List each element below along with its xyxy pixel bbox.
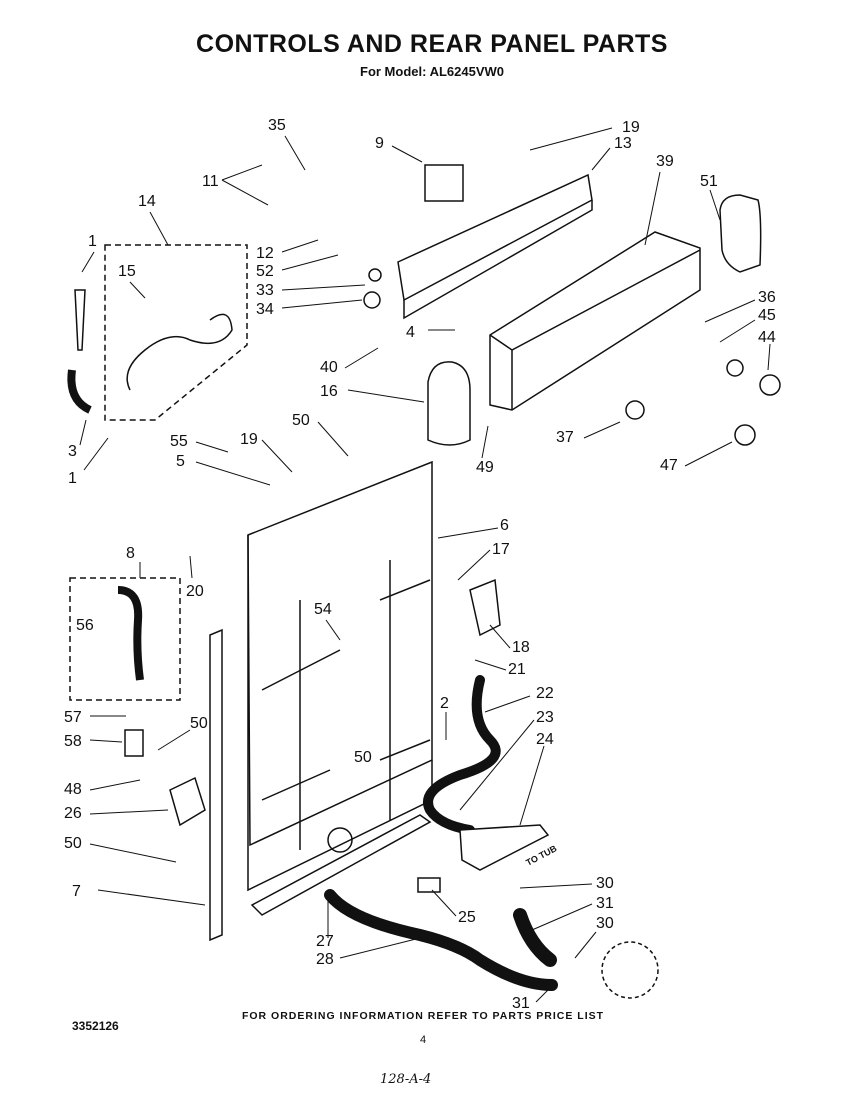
callout-label: 13 [614, 135, 632, 152]
callout-label: 44 [758, 329, 776, 346]
callout-label: 5 [176, 453, 185, 470]
callout-label: 9 [375, 135, 384, 152]
callout-label: 30 [596, 915, 614, 932]
callout-label: 14 [138, 193, 156, 210]
handwritten-note: 128-A-4 [380, 1072, 432, 1087]
callout-label: 28 [316, 951, 334, 968]
callout-label: 25 [458, 909, 476, 926]
callout-label: 11 [202, 173, 219, 190]
callout-label: 30 [596, 875, 614, 892]
callout-label: 1 [68, 470, 77, 487]
callout-label: 4 [406, 324, 415, 341]
callout-label: 56 [76, 617, 94, 634]
callout-label: 51 [700, 173, 718, 190]
callout-label: 33 [256, 282, 274, 299]
callout-label: 8 [126, 545, 135, 562]
callout-label: 36 [758, 289, 776, 306]
callout-label: 17 [492, 541, 510, 558]
callout-label: 24 [536, 731, 554, 748]
callout-label: 1 [88, 233, 97, 250]
callout-label: 19 [240, 431, 258, 448]
callout-label: 50 [292, 412, 310, 429]
callout-label: 6 [500, 517, 509, 534]
callout-label: 7 [72, 883, 81, 900]
leader-lines [79, 127, 771, 1003]
callout-labels: 35 19 13 9 39 11 51 14 12 52 33 34 36 45… [64, 117, 776, 1012]
callout-label: 31 [596, 895, 614, 912]
document-number: 3352126 [72, 1019, 119, 1033]
callout-label: 26 [64, 805, 82, 822]
callout-label: 16 [320, 383, 338, 400]
model-subtitle: For Model: AL6245VW0 [360, 64, 504, 79]
callout-label: 50 [354, 749, 372, 766]
callout-label: 15 [118, 263, 136, 280]
page-number: 4 [420, 1034, 427, 1046]
callout-label: 27 [316, 933, 334, 950]
callout-label: 39 [656, 153, 674, 170]
callout-label: 18 [512, 639, 530, 656]
callout-label: 3 [68, 443, 77, 460]
callout-label: 58 [64, 733, 82, 750]
callout-label: 48 [64, 781, 82, 798]
callout-label: 34 [256, 301, 274, 318]
page-title: CONTROLS AND REAR PANEL PARTS [196, 30, 668, 58]
callout-label: 21 [508, 661, 526, 678]
callout-label: 40 [320, 359, 338, 376]
callout-label: 50 [190, 715, 208, 732]
callout-label: 19 [622, 119, 640, 136]
callout-label: 22 [536, 685, 554, 702]
callout-label: 37 [556, 429, 574, 446]
callout-label: 2 [440, 695, 449, 712]
callout-label: 57 [64, 709, 82, 726]
callout-label: 12 [256, 245, 274, 262]
callout-label: 55 [170, 433, 188, 450]
callout-label: 50 [64, 835, 82, 852]
callout-label: 23 [536, 709, 554, 726]
callout-label: 54 [314, 601, 332, 618]
callout-label: 49 [476, 459, 494, 476]
callout-label: 35 [268, 117, 286, 134]
to-tub-label: TO TUB [524, 843, 559, 868]
callout-label: 52 [256, 263, 274, 280]
callout-label: 20 [186, 583, 204, 600]
callout-label: 45 [758, 307, 776, 324]
callout-label: 47 [660, 457, 678, 474]
callout-label: 31 [512, 995, 530, 1012]
ordering-info-footer: FOR ORDERING INFORMATION REFER TO PARTS … [241, 1010, 605, 1022]
